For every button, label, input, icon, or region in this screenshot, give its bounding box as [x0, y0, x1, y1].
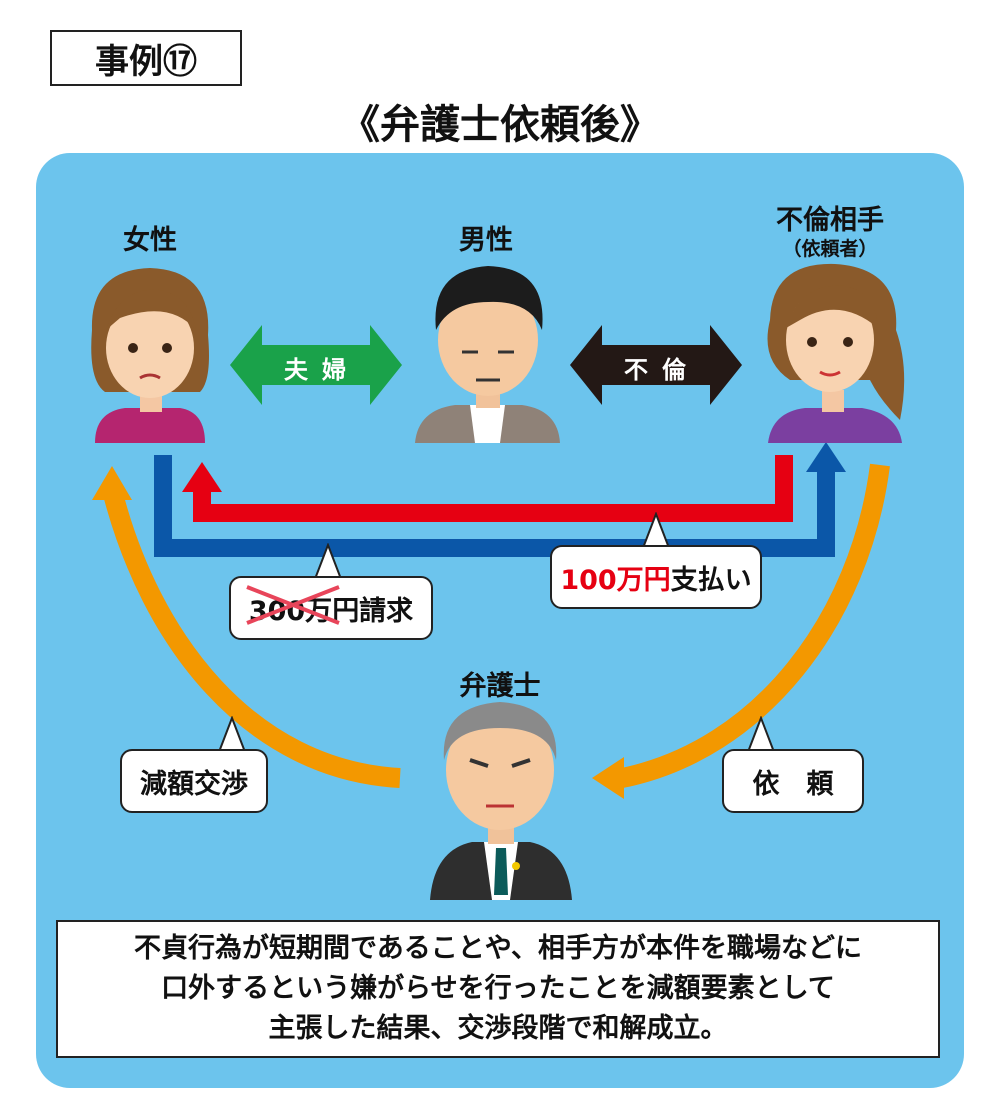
negotiation-arrow — [92, 466, 401, 788]
payment-bubble-tail — [641, 512, 671, 548]
payment-arrow — [182, 455, 793, 522]
summary-line-1: 不貞行為が短期間であることや、相手方が本件を職場などに — [134, 933, 862, 964]
summary-box: 不貞行為が短期間であることや、相手方が本件を職場などに 口外するという嫌がらせを… — [56, 920, 940, 1058]
married-arrow — [230, 325, 402, 405]
negotiation-bubble: 減額交渉 — [120, 749, 268, 813]
struck-amount: 300万 — [246, 584, 340, 628]
strike-cross — [246, 584, 340, 625]
claim-bubble: 300万 円請求 — [229, 576, 433, 640]
claim-amount: 300万 — [248, 595, 333, 627]
request-arrow — [592, 463, 890, 799]
affair-partner-label: 不倫相手 — [776, 205, 884, 236]
married-label: 夫婦 — [284, 356, 360, 384]
man-avatar — [415, 266, 560, 443]
payment-amount: 100万円 — [560, 564, 671, 596]
woman-avatar — [91, 268, 209, 443]
request-bubble-tail — [746, 716, 776, 752]
claim-bubble-tail — [313, 543, 343, 579]
claim-suffix: 円請求 — [332, 595, 414, 627]
claim-arrow — [154, 442, 846, 557]
page-title: 《弁護士依頼後》 — [340, 102, 660, 148]
summary-line-2: 口外するという嫌がらせを行ったことを減額要素として — [161, 973, 835, 1004]
case-label: 事例⑰ — [50, 30, 242, 86]
affair-partner-sublabel: （依頼者） — [782, 238, 878, 260]
lawyer-avatar — [430, 702, 572, 900]
negotiation-bubble-tail — [217, 716, 247, 752]
summary-line-3: 主張した結果、交渉段階で和解成立。 — [268, 1013, 728, 1044]
affair-label: 不倫 — [624, 356, 700, 384]
lawyer-label: 弁護士 — [459, 671, 541, 702]
man-label: 男性 — [459, 225, 513, 256]
woman-label: 女性 — [123, 225, 177, 256]
payment-bubble: 100万円支払い — [550, 545, 762, 609]
payment-suffix: 支払い — [670, 564, 752, 596]
affair-arrow — [570, 325, 742, 405]
affair-partner-avatar — [767, 263, 905, 443]
request-bubble: 依 頼 — [722, 749, 864, 813]
